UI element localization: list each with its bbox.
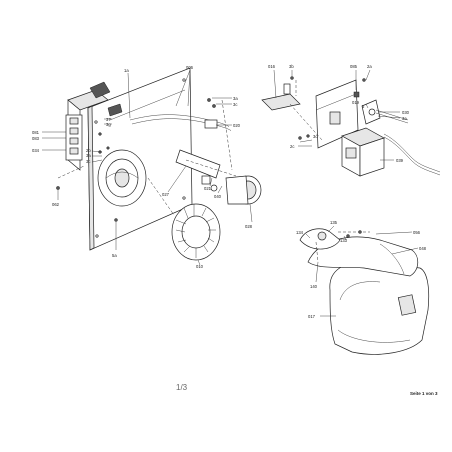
callout-048: 048 bbox=[419, 246, 427, 251]
callout-3a-left: 3a bbox=[86, 153, 91, 158]
page-footer: Seite 1 von 3 bbox=[410, 391, 438, 396]
callout-3a-top: 3a bbox=[233, 96, 238, 101]
callout-3c-top: 3c bbox=[233, 102, 237, 107]
callout-3c-left: 3c bbox=[86, 159, 90, 164]
callout-081: 081 bbox=[32, 130, 40, 135]
leader-lines bbox=[42, 69, 419, 317]
ignition-cables bbox=[107, 103, 231, 131]
mounting-pad bbox=[261, 83, 301, 111]
callout-039: 039 bbox=[396, 158, 404, 163]
callout-020: 020 bbox=[233, 123, 241, 128]
bracket-top-right bbox=[315, 79, 359, 149]
fan-wheel bbox=[171, 203, 221, 261]
callout-010: 010 bbox=[196, 264, 204, 269]
control-box-left bbox=[65, 81, 111, 171]
callout-135: 135 bbox=[330, 220, 338, 225]
callout-006: 006 bbox=[186, 65, 194, 70]
callout-140: 140 bbox=[310, 284, 318, 289]
callout-133: 133 bbox=[340, 238, 348, 243]
callout-083: 083 bbox=[32, 136, 40, 141]
callout-3g: 3g bbox=[106, 122, 111, 127]
callout-027: 027 bbox=[162, 192, 170, 197]
callout-2b: 2b bbox=[86, 148, 91, 153]
transformer-box bbox=[341, 127, 385, 177]
fan-inlet bbox=[97, 149, 147, 207]
callout-017: 017 bbox=[308, 314, 316, 319]
screws-bottom-right bbox=[346, 230, 362, 238]
callout-3b: 3b bbox=[289, 64, 294, 69]
hood-cover bbox=[307, 236, 419, 277]
electrode-assembly bbox=[353, 91, 409, 125]
callout-2a: 2a bbox=[367, 64, 372, 69]
ignition-lead bbox=[383, 133, 441, 176]
screws-top-right bbox=[290, 76, 366, 140]
burner-hood bbox=[329, 261, 430, 355]
callout-019: 019 bbox=[352, 100, 360, 105]
sight-glass bbox=[299, 228, 341, 250]
callout-1a: 1a bbox=[124, 68, 129, 73]
callout-028: 028 bbox=[245, 224, 253, 229]
callout-3c-right: 3c bbox=[313, 134, 317, 139]
callout-3a-right: 3a bbox=[402, 116, 407, 121]
page-number: 1/3 bbox=[176, 383, 188, 392]
hood-dashed-guides bbox=[315, 231, 370, 263]
screws-left bbox=[56, 98, 216, 222]
callout-labels: 1a 006 3a 3c 020 081 083 034 2b 3a 3c 37… bbox=[32, 64, 427, 319]
callout-040: 040 bbox=[214, 194, 222, 199]
callout-5a: 5a bbox=[112, 253, 117, 258]
callout-030: 030 bbox=[402, 110, 410, 115]
callout-37: 37 bbox=[106, 117, 111, 122]
callout-016: 016 bbox=[268, 64, 276, 69]
callout-2c: 2c bbox=[290, 144, 294, 149]
callout-134: 134 bbox=[296, 230, 304, 235]
left-dashed-guides bbox=[57, 99, 237, 216]
callout-062: 062 bbox=[52, 202, 60, 207]
callout-021: 021 bbox=[204, 186, 212, 191]
top-right-dashed-guides bbox=[289, 80, 323, 141]
callout-5: 5 bbox=[362, 104, 365, 109]
callout-085: 085 bbox=[350, 64, 358, 69]
callout-034: 034 bbox=[32, 148, 40, 153]
callout-056: 056 bbox=[413, 230, 421, 235]
